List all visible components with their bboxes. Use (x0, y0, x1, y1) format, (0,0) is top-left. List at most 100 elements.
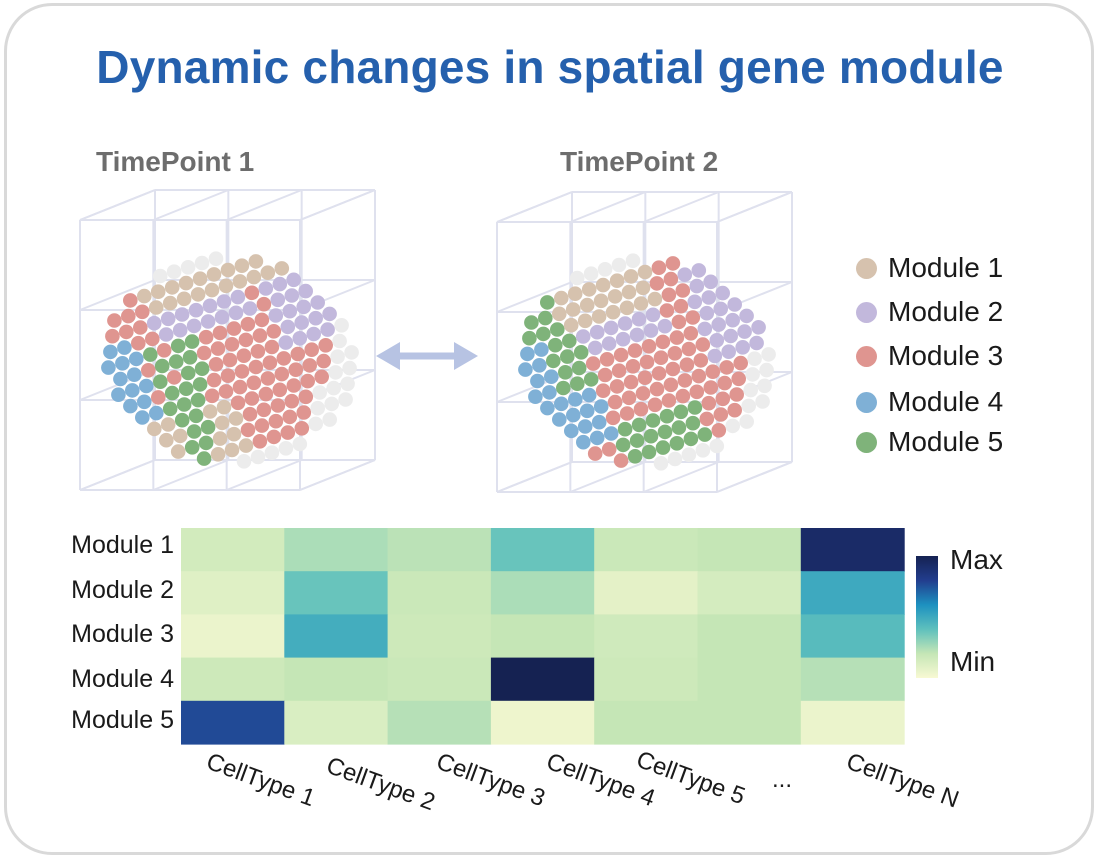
module-5-spot (188, 408, 204, 424)
background-spot (709, 438, 725, 454)
module-1-spot (214, 415, 230, 431)
module-2-spot (308, 310, 324, 326)
module-3-spot (663, 271, 679, 287)
cube-grid-line (716, 191, 793, 223)
module-5-spot (190, 392, 206, 408)
module-1-spot (579, 297, 595, 313)
heatmap-row-label: Module 5 (71, 706, 174, 734)
module-5-spot (655, 440, 671, 455)
module-5-spot (558, 365, 573, 380)
module-2-spot (603, 320, 619, 336)
module-4-spot (530, 373, 545, 389)
module-1-spot (172, 428, 188, 444)
module-5-spot (685, 415, 701, 431)
module-4-spot (532, 358, 547, 373)
cube-grid-line (226, 459, 303, 491)
module-1-spot (210, 447, 226, 462)
module-5-spot (170, 338, 186, 354)
background-spot (569, 270, 585, 286)
module-1-spot (162, 295, 178, 311)
legend-label: Module 5 (888, 426, 1004, 457)
module-5-spot (683, 431, 699, 447)
module-2-spot (645, 307, 661, 323)
background-spot (250, 449, 266, 465)
module-1-spot (202, 404, 218, 419)
module-5-spot (560, 349, 575, 364)
module-5-spot (174, 412, 190, 428)
module-3-spot (236, 348, 252, 364)
module-1-spot (150, 284, 166, 300)
module-3-spot (665, 361, 681, 377)
module-3-spot (607, 394, 623, 410)
module-2-spot (306, 326, 322, 342)
module-5-spot (180, 365, 196, 381)
module-2-spot (601, 336, 617, 351)
background-spot (334, 318, 349, 333)
module-4-spot (603, 426, 619, 441)
module-1-spot (577, 313, 593, 329)
module-5-spot (182, 350, 198, 365)
module-2-spot (617, 316, 633, 331)
module-3-spot (613, 453, 629, 468)
module-2-spot (158, 327, 174, 342)
background-spot (310, 400, 326, 416)
background-spot (152, 268, 168, 284)
module-3-spot (240, 316, 256, 332)
legend-swatch (856, 257, 877, 279)
background-spot (755, 394, 770, 409)
module-2-spot (294, 315, 310, 330)
module-3-spot (655, 334, 671, 350)
module-4-spot (577, 419, 593, 434)
heatmap-cell (284, 528, 389, 572)
background-spot (611, 257, 627, 273)
background-spot (292, 436, 308, 452)
background-spot (743, 382, 758, 398)
module-2-spot (228, 305, 244, 321)
module-5-spot (573, 345, 589, 360)
module-3-spot (302, 358, 318, 373)
module-1-spot (234, 258, 250, 274)
heatmap-cell (594, 528, 699, 572)
module-1-spot (260, 265, 276, 281)
module-3-spot (304, 342, 320, 358)
module-2-spot (186, 318, 202, 334)
module-1-spot (137, 288, 152, 304)
background-spot (332, 333, 347, 349)
module-3-spot (258, 386, 274, 402)
module-2-spot (687, 294, 703, 310)
heatmap-row-label: Module 1 (71, 531, 174, 559)
module-2-spot (280, 319, 296, 335)
module-5-spot (697, 427, 713, 442)
legend-swatch (856, 301, 877, 323)
module-1-spot (607, 289, 623, 304)
module-5-spot (200, 419, 216, 435)
module-2-spot (174, 307, 190, 322)
cube-grid-line (643, 461, 720, 493)
module-3-spot (298, 389, 314, 405)
module-2-spot (286, 272, 302, 288)
module-5-spot (194, 361, 210, 377)
heatmap-cell (594, 571, 699, 615)
background-spot (208, 251, 224, 266)
module-3-spot (300, 373, 316, 389)
cube-grid-line (716, 461, 793, 493)
colorbar (916, 556, 938, 678)
module-2-spot (296, 299, 312, 315)
module-3-spot (244, 391, 260, 406)
module-3-spot (661, 393, 677, 408)
module-3-spot (296, 405, 312, 420)
module-3-spot (647, 397, 663, 413)
module-1-spot (206, 267, 222, 282)
module-5-spot (184, 440, 200, 455)
module-3-spot (256, 296, 272, 312)
arrow-head-left (376, 342, 400, 370)
module-1-spot (609, 273, 625, 289)
module-1-spot (635, 280, 651, 296)
module-3-spot (637, 370, 653, 386)
module-1-spot (178, 275, 194, 291)
module-5-spot (629, 433, 645, 448)
heatmap-cell (284, 657, 389, 702)
module-3-spot (625, 359, 641, 374)
background-spot (328, 365, 343, 380)
module-5-spot (548, 337, 563, 353)
